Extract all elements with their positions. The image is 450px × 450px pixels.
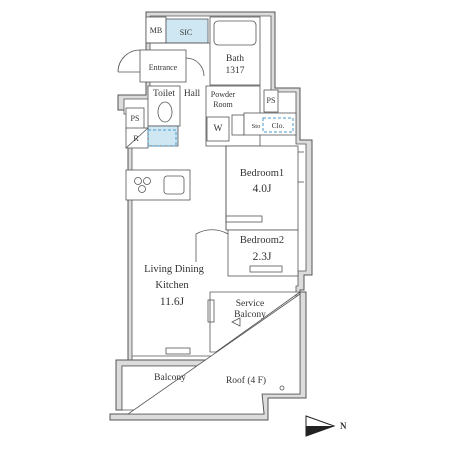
roof-area	[109, 291, 307, 421]
label-ldk-size: 11.6J	[160, 296, 185, 308]
label-entrance: Entrance	[149, 63, 178, 72]
top-strip	[145, 16, 261, 86]
washer-space	[206, 116, 230, 142]
service-balcony-area	[207, 291, 302, 353]
entrance-area	[117, 49, 205, 83]
bedroom2-closet-door	[249, 265, 283, 273]
ps-shaft-top	[263, 89, 279, 113]
toilet-room	[147, 85, 181, 127]
entrance-inner-door	[185, 57, 205, 77]
bedroom2-door-swing	[195, 229, 229, 235]
label-powder: Powder	[211, 90, 236, 99]
label-bedroom2: Bedroom2	[240, 235, 284, 246]
label-service-balcony: Balcony	[234, 310, 266, 320]
sto-closet	[231, 114, 245, 136]
bath-room	[209, 16, 261, 86]
toilet-bowl	[157, 101, 173, 123]
label-ps-left: PS	[131, 114, 140, 123]
kitchen-sink	[163, 175, 185, 195]
roof	[126, 293, 301, 415]
compass: N	[305, 415, 347, 437]
service-balcony	[209, 291, 302, 353]
kitchen	[125, 127, 191, 201]
label-mb: MB	[150, 26, 162, 35]
label-w: W	[214, 124, 223, 134]
toilet-counter	[147, 125, 179, 147]
label-bedroom1: Bedroom1	[240, 168, 284, 179]
entrance-door-swing	[117, 49, 141, 73]
label-hall: Hall	[184, 89, 201, 99]
north-arrow-icon	[305, 415, 336, 437]
bedroom2-room	[195, 229, 299, 277]
kitchen-dash	[147, 129, 177, 147]
kitchen-counter	[125, 169, 191, 201]
label-ldk-2: Kitchen	[155, 280, 189, 291]
label-ps-top: PS	[267, 96, 276, 105]
label-balcony: Balcony	[154, 373, 186, 383]
label-ldk-1: Living Dining	[144, 264, 205, 275]
label-bath: Bath	[226, 54, 244, 64]
label-bath-size: 1317	[226, 66, 245, 76]
label-service: Service	[236, 299, 265, 309]
roof-drain	[279, 385, 285, 391]
label-bedroom1-size: 4.0J	[253, 183, 272, 195]
label-sic: SIC	[180, 28, 192, 37]
label-roof: Roof (4 F)	[226, 375, 266, 386]
label-bedroom2-size: 2.3J	[253, 251, 272, 263]
label-clo: Clo.	[272, 121, 285, 130]
bedroom2	[227, 229, 299, 277]
label-r: R	[133, 134, 139, 143]
label-toilet: Toilet	[153, 89, 175, 99]
label-room: Room	[213, 100, 233, 109]
entrance	[139, 49, 187, 83]
bedroom1-closet-door	[225, 215, 263, 223]
label-sto: Sto	[252, 123, 261, 130]
clo-shelf	[262, 117, 294, 133]
bathtub	[213, 20, 257, 46]
ldk-room	[132, 347, 216, 357]
wet-area	[125, 85, 297, 147]
ldk-window-sash	[165, 347, 191, 355]
compass-label: N	[340, 421, 347, 431]
